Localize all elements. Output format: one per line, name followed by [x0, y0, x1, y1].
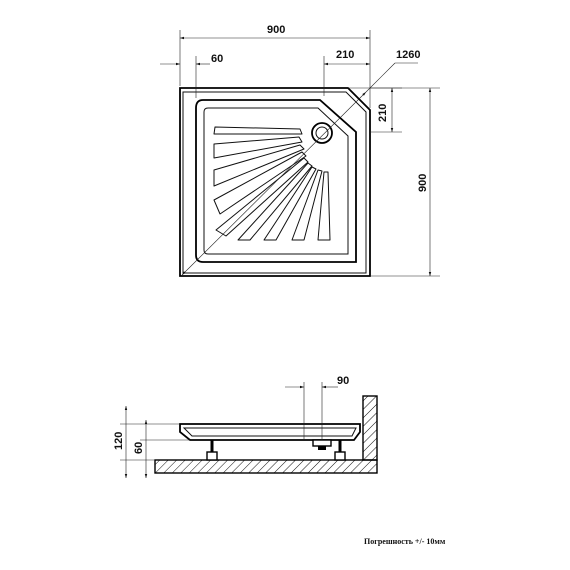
groove — [213, 144, 305, 187]
diagonal-dimension-line — [181, 91, 367, 276]
height-dimension-label: 900 — [417, 174, 429, 192]
support-leg-right — [334, 440, 346, 461]
side-view: 90 120 60 — [113, 375, 378, 478]
groove — [215, 157, 309, 237]
top-view: 1260 900 60 210 210 900 — [160, 24, 440, 277]
drain-inner — [315, 126, 329, 140]
tray-profile-outer — [179, 423, 361, 441]
drain-offset-label: 90 — [337, 375, 349, 387]
corner-y-dimension-label: 210 — [377, 104, 389, 122]
diagonal-dimension-label: 1260 — [396, 49, 420, 61]
groove — [213, 126, 303, 135]
diagonal-leader — [365, 62, 396, 93]
groove — [317, 171, 331, 241]
drain-outer — [311, 122, 333, 144]
corner-x-dimension-label: 210 — [336, 49, 354, 61]
drain-body — [312, 439, 332, 447]
tray-height-label: 60 — [133, 442, 145, 454]
tray-profile-inner — [182, 427, 357, 437]
groove — [291, 169, 323, 241]
width-dimension-label: 900 — [267, 24, 285, 36]
tray-outer-outline — [179, 87, 371, 277]
wall — [362, 395, 378, 461]
tolerance-note: Погрешность +/- 10мм — [364, 537, 446, 546]
rim-dimension-label: 60 — [211, 53, 223, 65]
support-leg-left — [206, 440, 218, 461]
drain-outlet — [318, 446, 326, 450]
groove — [237, 162, 313, 241]
floor-slab — [154, 459, 378, 474]
total-height-label: 120 — [113, 432, 125, 450]
anti-slip-grooves — [213, 126, 331, 241]
